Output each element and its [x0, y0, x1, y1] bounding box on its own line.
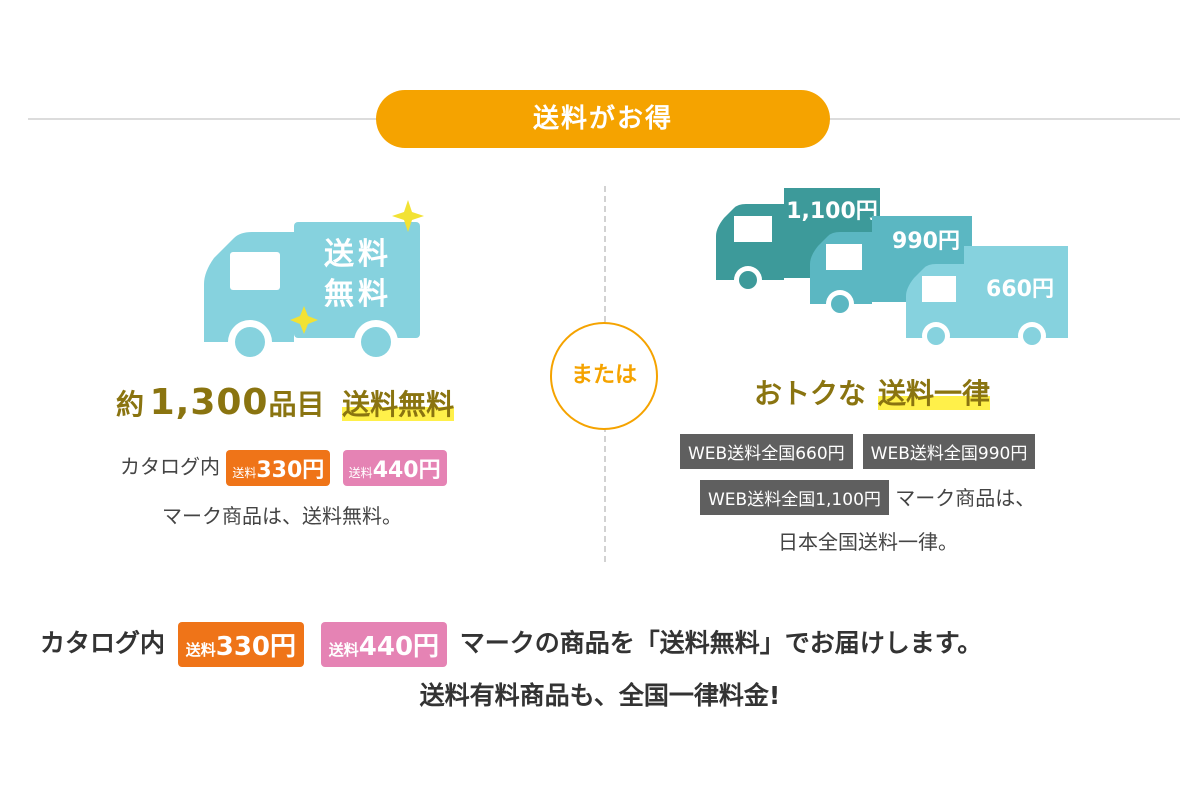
catalog-badge-line: カタログ内 送料330円 送料440円 [120, 450, 447, 486]
shipping-badge-440: 送料440円 [342, 450, 447, 486]
section-title-pill: 送料がお得 [376, 90, 830, 148]
catalog-label: カタログ内 [40, 628, 166, 658]
heading-prefix: 約 [116, 388, 145, 421]
flat-rate-suffix: マーク商品は、 [895, 486, 1036, 510]
bottom-message-suffix: マークの商品を「送料無料」でお届けします。 [459, 628, 983, 658]
heading-highlight: 送料無料 [342, 388, 455, 421]
flat-rate-description: 日本全国送料一律。 [778, 530, 958, 554]
truck-price-990: 990円 [892, 229, 960, 254]
sparkle-icon [290, 306, 318, 334]
truck-price-1100: 1,100円 [786, 199, 878, 224]
flat-rate-tag-line: WEB送料全国1,100円 マーク商品は、 [700, 480, 1035, 515]
truck-text-line2: 無料 [324, 277, 392, 312]
tag-web-660: WEB送料全国660円 [680, 434, 853, 469]
free-shipping-heading: 約 1,300品目 送料無料 [116, 382, 536, 423]
truck-price-660: 660円 [986, 277, 1054, 302]
catalog-label: カタログ内 [120, 454, 220, 479]
tag-web-1100: WEB送料全国1,100円 [700, 480, 889, 515]
free-shipping-description: マーク商品は、送料無料。 [162, 504, 402, 528]
flat-rate-heading: おトクな送料一律 [754, 372, 991, 412]
truck-660: 660円 [906, 246, 1068, 350]
or-circle: または [550, 322, 658, 430]
section-title: 送料がお得 [532, 104, 673, 134]
shipping-badge-330: 送料330円 [177, 622, 305, 667]
flat-rate-tags: WEB送料全国660円 WEB送料全国990円 [680, 434, 1036, 469]
shipping-badge-440: 送料440円 [320, 622, 448, 667]
item-count: 1,300 [149, 382, 269, 423]
flat-rate-trucks-illustration: 1,100円 990円 660円 [716, 188, 1068, 350]
truck-cargo [294, 222, 420, 338]
sparkle-icon [392, 200, 424, 232]
tag-web-990: WEB送料全国990円 [862, 434, 1036, 469]
free-shipping-truck-illustration: 送料 無料 [204, 200, 424, 364]
bottom-message-line1: カタログ内 送料330円 送料440円 マークの商品を「送料無料」でお届けします… [40, 622, 982, 667]
heading-unit: 品目 [268, 388, 325, 421]
shipping-badge-330: 送料330円 [226, 450, 331, 486]
truck-text-line1: 送料 [324, 237, 392, 272]
heading-prefix: おトクな [754, 377, 867, 410]
truck-window [230, 252, 280, 290]
bottom-message-line2: 送料有料商品も、全国一律料金! [419, 681, 781, 710]
heading-highlight: 送料一律 [878, 377, 991, 410]
